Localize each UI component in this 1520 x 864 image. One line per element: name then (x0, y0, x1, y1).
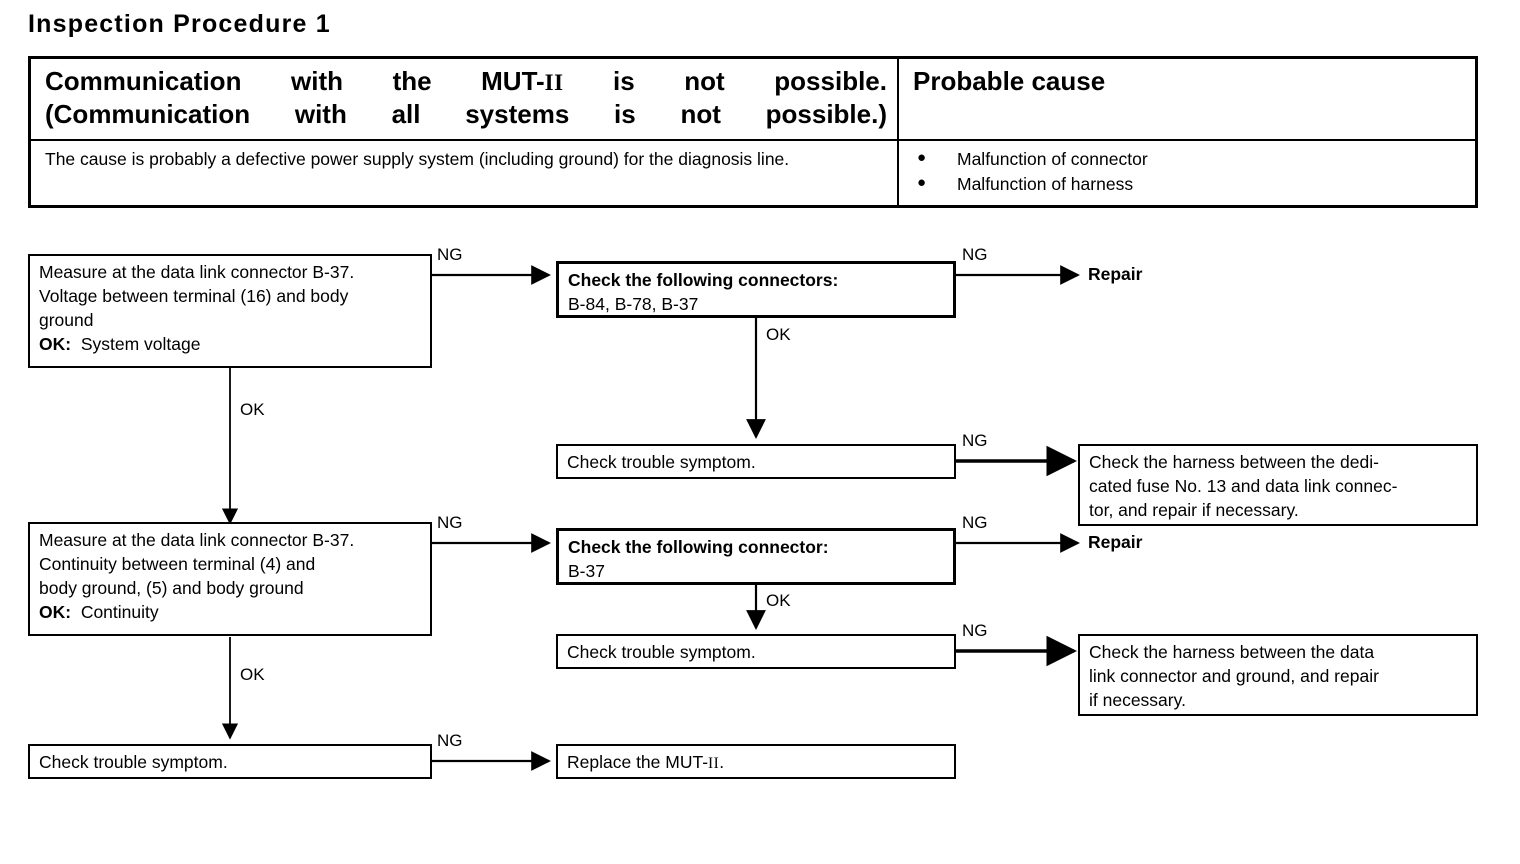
node-measure-continuity[interactable]: Measure at the data link connector B-37.… (28, 522, 432, 636)
probable-cause-title: Probable cause (913, 66, 1106, 96)
ok-value: System voltage (80, 334, 201, 355)
check-connectors-detail: B-84, B-78, B-37 (568, 294, 699, 315)
check-symptom-1-text: Check trouble symptom. (567, 452, 756, 472)
edge-label-ng-1: NG (437, 245, 463, 264)
harness-ground-line1: Check the harness between the data (1089, 642, 1375, 662)
edge-label-ng-6: NG (962, 621, 988, 640)
ok-label: OK: (39, 602, 72, 623)
edge-label-ng-4: NG (437, 513, 463, 532)
harness-fuse-line3: tor, and repair if necessary. (1089, 500, 1299, 521)
symptom-table: Communication with the MUT-II is not pos… (28, 56, 1478, 208)
list-item: ● Malfunction of harness (913, 172, 1465, 197)
measure-voltage-line2: Voltage between terminal (16) and body (39, 286, 349, 307)
replace-mut-before: Replace the MUT- (567, 752, 709, 772)
node-measure-voltage[interactable]: Measure at the data link connector B-37.… (28, 254, 432, 368)
roman-numeral-two: II (544, 70, 564, 95)
symptom-header-line1: Communication with the MUT-II is not pos… (45, 65, 887, 98)
check-symptom-2-text: Check trouble symptom. (567, 642, 756, 662)
symptom-header-line1-before: Communication with the MUT- (45, 66, 545, 96)
node-check-connectors-multi[interactable]: Check the following connectors: B-84, B-… (556, 261, 956, 318)
node-check-symptom-1[interactable]: Check trouble symptom. (556, 444, 956, 479)
measure-continuity-line3: body ground, (5) and body ground (39, 578, 304, 599)
symptom-header-line2: (Communication with all systems is not p… (45, 99, 887, 130)
node-repair-top: Repair (1088, 264, 1143, 284)
check-connector-detail: B-37 (568, 561, 605, 582)
page-title: Inspection Procedure 1 (28, 10, 331, 38)
roman-numeral-two: II (708, 755, 720, 772)
replace-mut-after: . (719, 752, 725, 772)
node-check-symptom-2[interactable]: Check trouble symptom. (556, 634, 956, 669)
node-harness-fuse[interactable]: Check the harness between the dedi- cate… (1078, 444, 1478, 526)
check-symptom-3-text: Check trouble symptom. (39, 752, 228, 772)
probable-cause-list: ● Malfunction of connector ● Malfunction o… (913, 147, 1465, 197)
harness-fuse-line1: Check the harness between the dedi- (1089, 452, 1379, 472)
harness-ground-line3: if necessary. (1089, 690, 1186, 711)
measure-voltage-line3: ground (39, 310, 94, 331)
probable-cause-list-cell: ● Malfunction of connector ● Malfunction o… (899, 141, 1475, 205)
edge-label-ng-5: NG (962, 513, 988, 532)
cause-text: Malfunction of connector (957, 149, 1148, 170)
edge-label-ok-3: OK (766, 591, 791, 610)
edge-label-ng-2: NG (962, 245, 988, 264)
node-harness-ground[interactable]: Check the harness between the data link … (1078, 634, 1478, 716)
node-check-connector-single[interactable]: Check the following connector: B-37 (556, 528, 956, 585)
ok-label: OK: (39, 334, 72, 355)
check-connectors-title: Check the following connectors: (568, 270, 839, 290)
symptom-description-cell: The cause is probably a defective power … (31, 141, 899, 205)
measure-voltage-ok-line: OK: System voltage (39, 332, 422, 356)
measure-continuity-line2: Continuity between terminal (4) and (39, 554, 316, 575)
node-repair-bottom: Repair (1088, 532, 1143, 552)
node-replace-mut[interactable]: Replace the MUT-II. (556, 744, 956, 779)
symptom-table-body-row: The cause is probably a defective power … (31, 141, 1475, 205)
symptom-table-header-row: Communication with the MUT-II is not pos… (31, 59, 1475, 142)
symptom-header-cell: Communication with the MUT-II is not pos… (31, 59, 899, 140)
edge-label-ok-4: OK (240, 665, 265, 684)
bullet-icon: ● (917, 173, 927, 191)
replace-mut-text: Replace the MUT-II. (567, 750, 946, 774)
symptom-header-line1-after: is not possible. (563, 66, 887, 96)
harness-fuse-line2: cated fuse No. 13 and data link connec- (1089, 476, 1398, 497)
probable-cause-header-cell: Probable cause (899, 59, 1475, 139)
edge-label-ok-2: OK (766, 325, 791, 344)
check-connector-title: Check the following connector: (568, 537, 829, 557)
cause-text: Malfunction of harness (957, 173, 1134, 194)
bullet-icon: ● (917, 149, 927, 167)
ok-value: Continuity (80, 602, 159, 623)
edge-label-ok-1: OK (240, 400, 265, 419)
list-item: ● Malfunction of connector (913, 147, 1465, 172)
edge-label-ng-7: NG (437, 731, 463, 750)
harness-ground-line2: link connector and ground, and repair (1089, 666, 1379, 687)
edge-label-ng-3: NG (962, 431, 988, 450)
symptom-description: The cause is probably a defective power … (45, 149, 790, 170)
measure-voltage-line1: Measure at the data link connector B-37. (39, 262, 355, 282)
measure-continuity-ok-line: OK: Continuity (39, 600, 422, 624)
measure-continuity-line1: Measure at the data link connector B-37. (39, 530, 355, 550)
node-check-symptom-3[interactable]: Check trouble symptom. (28, 744, 432, 779)
